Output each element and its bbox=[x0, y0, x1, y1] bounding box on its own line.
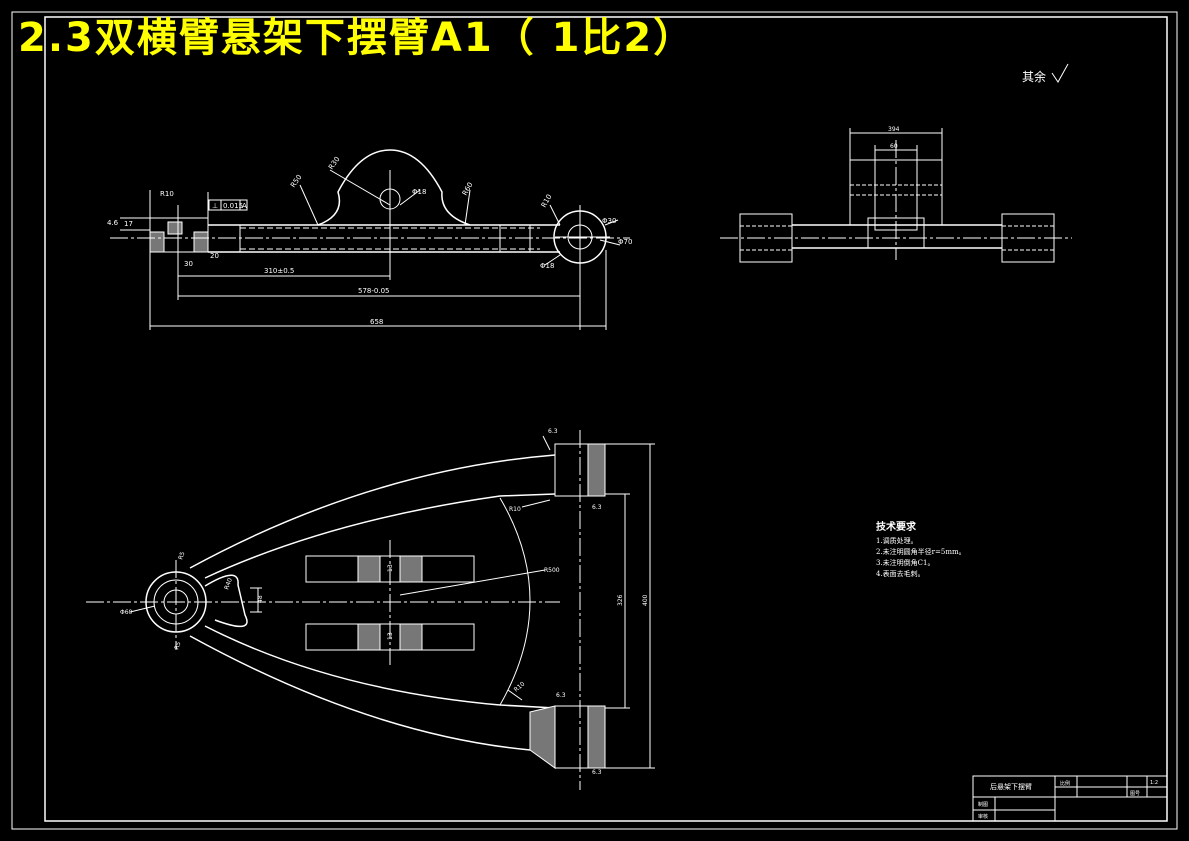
tolerance-frame bbox=[208, 199, 248, 211]
title-block-cell: 比例 bbox=[1060, 781, 1071, 787]
roughness-label: 6.3 bbox=[556, 692, 566, 699]
dim-label: 48 bbox=[257, 595, 264, 603]
inner-frame bbox=[44, 16, 1168, 822]
dim-label: 394 bbox=[888, 126, 900, 133]
dim-label: Φ18 bbox=[540, 262, 554, 270]
dim-label: R10 bbox=[540, 193, 554, 209]
dim-label: 658 bbox=[370, 318, 383, 326]
roughness-label: 6.3 bbox=[548, 428, 558, 435]
dim-label: R60 bbox=[461, 181, 475, 197]
tech-item: 1.调质处理。 bbox=[876, 537, 918, 545]
left-hatch-b bbox=[193, 231, 209, 253]
tech-heading: 技术要求 bbox=[876, 522, 916, 533]
dim-label: 20 bbox=[210, 252, 219, 260]
roughness-symbol bbox=[1051, 63, 1069, 83]
dim-label: Φ70 bbox=[618, 238, 632, 246]
dim-label: R10 bbox=[160, 190, 174, 198]
dim-label: 310±0.5 bbox=[264, 267, 294, 275]
dim-label: Φ30 bbox=[602, 217, 616, 225]
dim-label: R500 bbox=[544, 567, 560, 574]
dim-label: 13 bbox=[387, 632, 394, 640]
drawing-title: 2.3双横臂悬架下摆臂A1（ 1比2） bbox=[18, 15, 696, 61]
front-view bbox=[110, 149, 630, 330]
title-block-cell: 1:2 bbox=[1150, 780, 1159, 786]
dim-label: R50 bbox=[289, 173, 303, 189]
tech-item: 4.表面去毛刺。 bbox=[876, 570, 925, 578]
dim-label: R10 bbox=[509, 506, 521, 513]
dim-label: R5 bbox=[173, 641, 182, 651]
title-block-cell: 图号 bbox=[1130, 791, 1141, 797]
dim-label: 4.6 bbox=[107, 219, 119, 227]
title-block-cell: 审核 bbox=[978, 814, 989, 820]
left-hatch-c bbox=[167, 221, 183, 235]
dim-label: 60 bbox=[890, 143, 898, 150]
surface-finish-note: 其余 bbox=[1022, 70, 1047, 84]
side-view bbox=[720, 128, 1072, 263]
dim-label: 326 bbox=[617, 594, 624, 606]
dim-label: R40 bbox=[223, 577, 234, 591]
side-view-labels: 394 60 bbox=[888, 126, 900, 150]
roughness-label: 6.3 bbox=[592, 769, 602, 776]
dim-label: 17 bbox=[124, 220, 133, 228]
tech-item: 2.未注明圆角半径r=5mm。 bbox=[876, 548, 966, 556]
dim-label: 13 bbox=[387, 564, 394, 572]
dim-label: Φ60 bbox=[120, 609, 133, 616]
dim-label: 30 bbox=[184, 260, 193, 268]
title-block bbox=[972, 775, 1168, 822]
part-name: 后悬架下摆臂 bbox=[990, 783, 1032, 791]
dim-label: 400 bbox=[642, 594, 649, 606]
title-block-cell: 制图 bbox=[978, 802, 989, 808]
dim-label: 578-0.05 bbox=[358, 287, 389, 295]
technical-requirements: 技术要求 1.调质处理。 2.未注明圆角半径r=5mm。 3.未注明倒角C1。 … bbox=[876, 522, 966, 580]
tolerance-symbol: ⊥ bbox=[212, 202, 218, 210]
plan-view bbox=[86, 430, 655, 790]
dim-label: R10 bbox=[513, 680, 527, 693]
dim-label: R5 bbox=[177, 551, 186, 561]
outer-frame bbox=[11, 11, 1178, 830]
dim-label: Φ18 bbox=[412, 188, 426, 196]
front-view-labels: 310±0.5 578-0.05 658 R50 R30 R60 R10 Φ18… bbox=[107, 155, 632, 326]
roughness-label: 6.3 bbox=[592, 504, 602, 511]
dim-label: R30 bbox=[327, 155, 341, 171]
tolerance-value: 0.015 bbox=[223, 202, 243, 210]
left-hatch-a bbox=[149, 231, 165, 253]
tech-item: 3.未注明倒角C1。 bbox=[876, 559, 935, 567]
tolerance-datum: A bbox=[242, 202, 247, 210]
